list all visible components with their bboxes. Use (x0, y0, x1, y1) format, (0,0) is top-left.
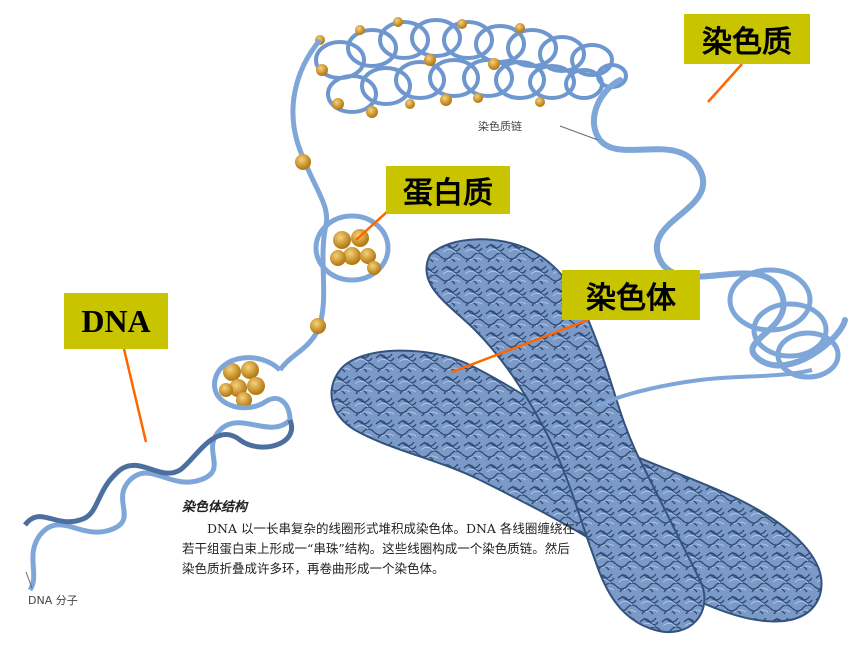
caption-body: DNA 以一长串复杂的线圈形式堆积成染色体。DNA 各线圈缠绕在若干组蛋白束上形… (182, 521, 575, 576)
protein-cluster-lower (219, 361, 265, 408)
chromatin-beads (315, 17, 545, 118)
leader-lines (122, 63, 743, 443)
annotation-lines (25, 125, 599, 589)
protein-bead (310, 318, 326, 334)
chromatin-helix-coil (727, 267, 841, 380)
nucleosome-wrap-ring (313, 213, 391, 283)
chromatin-to-chromosome (599, 368, 813, 407)
label-chromatin: 染色质 (684, 14, 810, 64)
chromatin-fiber-loop (591, 77, 848, 369)
label-dna: DNA (64, 293, 168, 349)
caption: 染色体结构 DNA 以一长串复杂的线圈形式堆积成染色体。DNA 各线圈缠绕在若干… (182, 496, 582, 579)
label-chromosome: 染色体 (562, 270, 700, 320)
protein-cluster (330, 229, 381, 275)
dna-double-helix (23, 418, 295, 592)
leader-line-chromosome (451, 318, 589, 374)
leader-line-dna (122, 348, 148, 443)
nucleosome-fiber (277, 38, 330, 372)
annotation-dna-molecule: DNA 分子 (28, 594, 78, 607)
leader-line-chromatin (707, 63, 743, 103)
protein-bead (295, 154, 311, 170)
nucleosome-loop-lower (212, 355, 293, 421)
caption-title: 染色体结构 (182, 500, 248, 515)
chromatin-coil-mass (314, 18, 628, 114)
label-protein: 蛋白质 (386, 166, 510, 214)
annotation-chromatin-fiber: 染色质链 (478, 120, 522, 133)
